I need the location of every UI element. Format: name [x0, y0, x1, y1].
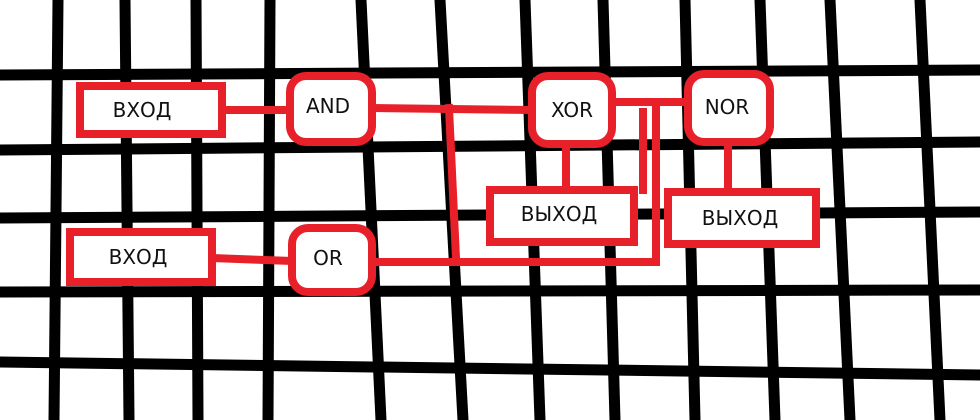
- grid-line-v2: [119, 0, 135, 420]
- output-nor-box: [664, 188, 820, 248]
- grid-line-v1: [48, 0, 64, 420]
- input-bottom-label: ВХОД: [109, 245, 168, 269]
- or-gate-box: [288, 224, 376, 296]
- output-nor-label: ВЫХОД: [702, 206, 778, 230]
- and-gate-label: AND: [306, 94, 350, 118]
- input-top-label: ВХОД: [113, 98, 172, 122]
- xor-gate-box: [528, 72, 616, 148]
- wire-and-drop: [444, 103, 461, 263]
- grid-line-v5: [355, 0, 387, 420]
- output-xor-box: [486, 186, 638, 246]
- grid-line-v12: [914, 0, 946, 420]
- nor-gate-label: NOR: [705, 95, 750, 119]
- grid-line-v4: [262, 0, 276, 420]
- labels: ВХОД ВХОД AND OR XOR NOR ВЫХОД ВЫХОД: [109, 94, 779, 270]
- grid-line-h2: [0, 136, 980, 156]
- nodes: [66, 70, 820, 296]
- grid-line-h5: [0, 356, 980, 381]
- wires: [207, 98, 732, 266]
- grid-line-h4: [0, 284, 980, 298]
- grid-line-h1: [0, 64, 980, 81]
- nor-gate-box: [684, 70, 774, 146]
- grid-line-v3: [190, 0, 204, 420]
- xor-gate-label: XOR: [551, 98, 593, 122]
- wire-input-bottom-to-or: [207, 253, 297, 266]
- and-gate-box: [286, 72, 376, 146]
- output-xor-label: ВЫХОД: [521, 202, 597, 226]
- grid-line-v11: [824, 0, 856, 420]
- input-top-box: [76, 82, 226, 138]
- or-gate-label: OR: [313, 246, 343, 270]
- input-bottom-box: [66, 228, 216, 286]
